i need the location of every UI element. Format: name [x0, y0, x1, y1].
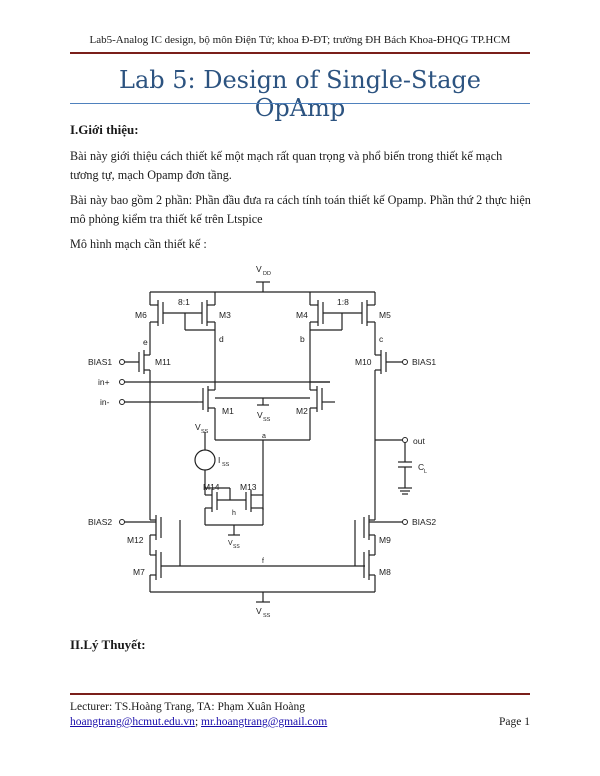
m2-label: M2	[296, 406, 308, 416]
iss-sub: SS	[222, 462, 230, 468]
node-b: b	[300, 334, 305, 344]
svg-text:SS: SS	[201, 429, 209, 435]
m8-label: M8	[379, 567, 391, 577]
m9-label: M9	[379, 535, 391, 545]
m1-label: M1	[222, 406, 234, 416]
m5-label: M5	[379, 310, 391, 320]
node-c: c	[379, 334, 384, 344]
page-number: Page 1	[499, 716, 530, 728]
svg-text:SS: SS	[263, 417, 271, 423]
m4-label: M4	[296, 310, 308, 320]
bias1-left-label: BIAS1	[88, 357, 112, 367]
bias1-right-label: BIAS1	[412, 357, 436, 367]
footer-lecturer: Lecturer: TS.Hoàng Trang, TA: Phạm Xuân …	[70, 701, 306, 713]
iss-label: I	[218, 455, 220, 465]
vss-mid-label: V	[257, 410, 263, 420]
ratio-left: 8:1	[178, 297, 190, 307]
intro-paragraph-2: Bài này bao gồm 2 phần: Phần đầu đưa ra …	[70, 193, 531, 226]
node-e: e	[143, 337, 148, 347]
vdd-sub: DD	[263, 271, 271, 277]
section-heading-intro: I.Giới thiệu:	[70, 122, 139, 137]
node-a: a	[262, 433, 266, 440]
page-title: Lab 5: Design of Single-Stage OpAmp	[119, 66, 481, 122]
page-header: Lab5-Analog IC design, bộ môn Điện Tử; k…	[89, 34, 511, 46]
header-rule	[70, 52, 530, 54]
cl-sub: L	[424, 469, 427, 475]
vss-sub: SS	[263, 613, 271, 619]
footer-emails: hoangtrang@hcmut.edu.vn; mr.hoangtrang@g…	[70, 716, 327, 728]
vss-iss-label: V	[195, 422, 201, 432]
in-minus-label: in-	[100, 397, 110, 407]
m3-label: M3	[219, 310, 231, 320]
email-separator: ;	[194, 716, 199, 728]
vss-bot-label: V	[228, 540, 233, 547]
m13-label: M13	[240, 482, 257, 492]
intro-paragraph-3: Mô hình mạch cần thiết kế :	[70, 237, 207, 251]
m12-label: M12	[127, 535, 144, 545]
m14-label: M14	[203, 482, 220, 492]
title-rule	[70, 103, 530, 104]
ratio-right: 1:8	[337, 297, 349, 307]
node-f: f	[262, 558, 264, 565]
bias2-left-label: BIAS2	[88, 517, 112, 527]
email-link-2[interactable]: mr.hoangtrang@gmail.com	[201, 716, 328, 728]
node-h: h	[232, 510, 236, 517]
vss-label: V	[256, 606, 262, 616]
out-label: out	[413, 436, 425, 446]
intro-paragraph-1: Bài này giới thiệu cách thiết kế một mạc…	[70, 149, 503, 182]
bias2-right-label: BIAS2	[412, 517, 436, 527]
node-d: d	[219, 334, 224, 344]
section-heading-theory: II.Lý Thuyết:	[70, 637, 146, 652]
opamp-schematic: V DD M6 8:1 M3 M4 1:8 M5 e d b c BIAS1 M…	[88, 264, 436, 619]
m10-label: M10	[355, 357, 372, 367]
cl-label: C	[418, 462, 424, 472]
email-link-1[interactable]: hoangtrang@hcmut.edu.vn	[70, 716, 195, 728]
m11-label: M11	[155, 357, 171, 367]
m6-label: M6	[135, 310, 147, 320]
vdd-label: V	[256, 264, 262, 274]
footer-rule	[70, 693, 530, 695]
svg-text:SS: SS	[233, 544, 240, 550]
m7-label: M7	[133, 567, 145, 577]
in-plus-label: in+	[98, 377, 110, 387]
